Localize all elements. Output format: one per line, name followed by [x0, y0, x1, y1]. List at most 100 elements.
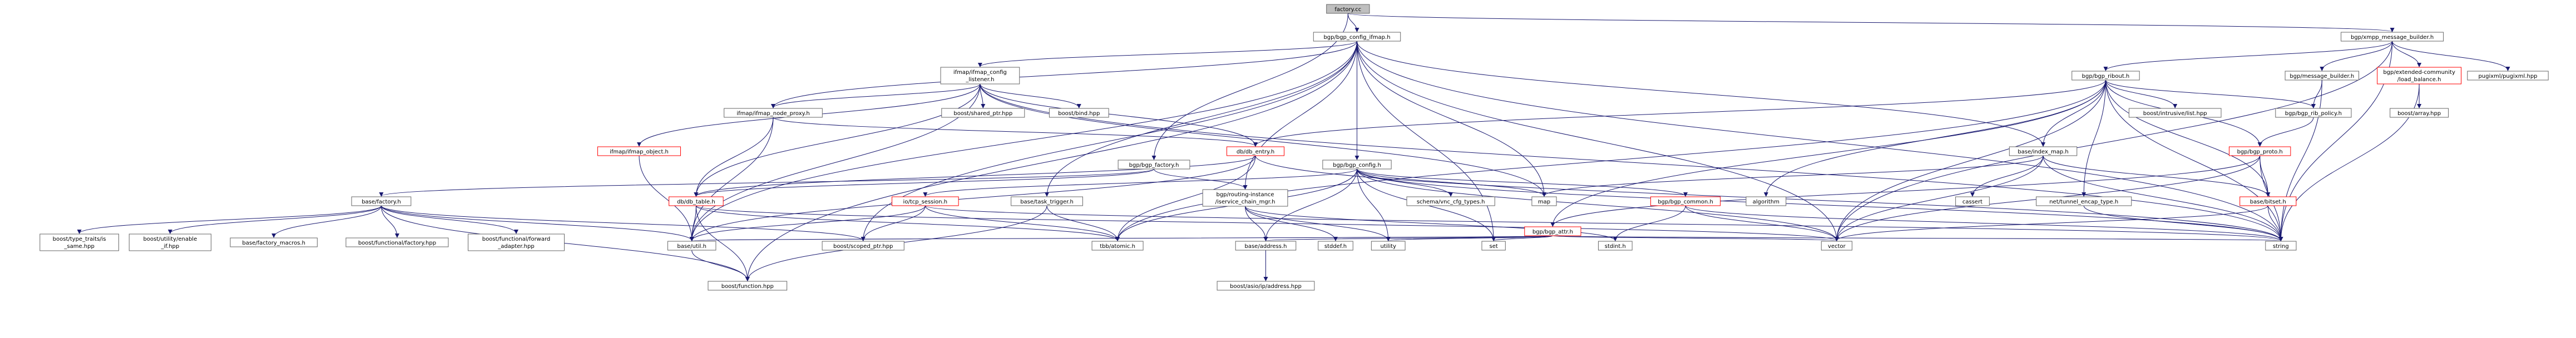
node-label: boost/array.hpp [2397, 111, 2441, 117]
node-box [940, 67, 1020, 84]
node-box [2036, 196, 2132, 206]
node-db-table: db/db_table.h [669, 196, 724, 206]
node-box [1235, 241, 1297, 251]
node-bgp-attr: bgp/bgp_attr.h [1524, 226, 1581, 236]
edge-db-table-to-tbb-atomic [695, 205, 1120, 241]
edge-base-factory-to-type-traits [77, 205, 382, 234]
node-label: set [1489, 243, 1497, 250]
edge-base-factory-to-functional-factory [380, 205, 399, 238]
node-base-factory: base/factory.h [351, 196, 412, 206]
edge-ifmap-node-proxy-to-base-util [689, 117, 774, 241]
edge-bgp-config-to-tcp-session [923, 168, 1358, 197]
edge-db-table-to-boost-function [695, 205, 750, 281]
edge-ifmap-listener-to-base-util [689, 83, 981, 241]
node-label: pugixml/pugixml.hpp [2478, 73, 2537, 79]
edge-routing-instance-to-stddef [1245, 206, 1338, 241]
node-boost-array: boost/array.hpp [2390, 108, 2449, 118]
edge-xmpp-builder-to-pugixml [2392, 41, 2510, 71]
node-box [941, 108, 1025, 118]
edge-bgp-attr-to-vector [1552, 235, 1839, 241]
edge-bgp-config-ifmap-to-ifmap-node-proxy [771, 41, 1358, 108]
node-map: map [1531, 196, 1557, 206]
node-index-map: base/index_map.h [2009, 146, 2078, 156]
edge-index-map-to-string [2043, 155, 2283, 241]
node-label: base/bitset.h [2250, 199, 2286, 205]
node-box [2285, 71, 2360, 81]
edge-base-bitset-to-vector [1835, 205, 2268, 241]
node-label: bgp/extended-community [2383, 69, 2455, 76]
node-bgp-common: bgp/bgp_common.h [1650, 196, 1721, 206]
edge-extended-lb-to-string [2278, 83, 2420, 241]
node-box [2390, 108, 2449, 118]
node-db-entry: db/db_entry.h [1227, 146, 1285, 156]
node-box [708, 281, 788, 291]
edge-ifmap-object-to-base-util [639, 155, 694, 241]
node-label: boost/bind.hpp [1058, 111, 1100, 117]
node-label: bgp/routing-instance [1216, 192, 1274, 198]
edge-bgp-config-ifmap-to-boost-function [745, 41, 1358, 281]
node-boost-bind: boost/bind.hpp [1049, 108, 1109, 118]
node-box [822, 241, 904, 251]
node-box [2265, 241, 2297, 251]
edge-base-factory-to-enable-if [167, 205, 382, 234]
edge-xmpp-builder-to-bgp-ribout [2103, 41, 2393, 71]
node-label: boost/asio/ip/address.hpp [1230, 284, 1302, 290]
node-box [1746, 196, 1787, 206]
node-box [2341, 32, 2444, 42]
node-box [2009, 146, 2078, 156]
node-box [1955, 196, 1990, 206]
node-ifmap-object: ifmap/ifmap_object.h [597, 146, 681, 156]
edge-bgp-ribout-to-db-entry [1253, 79, 2106, 147]
edge-bgp-config-to-string [1357, 168, 2283, 241]
node-label: bgp/bgp_common.h [1658, 199, 1713, 205]
edge-bgp-factory-to-base-factory [379, 168, 1155, 197]
node-label: _listener.h [965, 77, 994, 83]
edge-task-trigger-to-tbb-atomic [1046, 205, 1120, 241]
node-functional-factory: boost/functional/factory.hpp [345, 237, 449, 247]
node-label: bgp/bgp_config_ifmap.h [1323, 34, 1390, 41]
node-shared-ptr: boost/shared_ptr.hpp [941, 108, 1025, 118]
node-box [892, 196, 959, 206]
node-box [667, 241, 716, 251]
edge-bgp-ribout-to-index-map [2041, 79, 2106, 147]
node-box [1650, 196, 1721, 206]
node-label: ifmap/ifmap_object.h [610, 149, 669, 155]
edge-db-entry-to-tbb-atomic [1115, 155, 1256, 241]
edge-bgp-config-ifmap-to-ifmap-listener [978, 41, 1358, 67]
node-label: tbb/atomic.h [1100, 243, 1135, 250]
edge-db-entry-to-db-table [694, 155, 1256, 197]
node-label: boost/function.hpp [721, 284, 774, 290]
node-label: utility [1381, 243, 1397, 250]
edge-tcp-session-to-base-util [689, 205, 926, 241]
node-string: string [2265, 241, 2297, 251]
edge-ifmap-listener-to-db-table [694, 83, 981, 197]
node-box [2128, 108, 2222, 118]
node-label: schema/vnc_cfg_types.h [1417, 199, 1485, 205]
node-set: set [1481, 241, 1506, 251]
node-factory-macros: base/factory_macros.h [230, 237, 318, 247]
node-box [468, 233, 565, 251]
node-label: stdint.h [1605, 243, 1626, 250]
edge-bgp-ribout-to-string [2105, 79, 2283, 241]
edge-routing-instance-to-utility [1245, 206, 1391, 241]
node-scoped-ptr: boost/scoped_ptr.hpp [822, 241, 904, 251]
edge-bgp-proto-to-bgp-attr [1550, 155, 2261, 227]
node-box [230, 237, 318, 247]
edge-ifmap-listener-to-db-entry [980, 83, 1258, 147]
node-box [597, 146, 681, 156]
edge-base-util-to-boost-function [691, 250, 750, 281]
node-box [2377, 67, 2462, 84]
node-label: boost/functional/forward [482, 236, 551, 242]
edge-index-map-to-map [1542, 155, 2044, 197]
node-label: base/address.h [1244, 243, 1287, 250]
node-base-util: base/util.h [667, 241, 716, 251]
node-enable-if: boost/utility/enable_if.hpp [128, 233, 211, 251]
edge-bgp-rib-policy-to-bgp-proto [2257, 117, 2314, 147]
edge-bgp-ribout-to-intrusive-list [2105, 79, 2178, 108]
node-box [1326, 4, 1370, 14]
node-box [669, 196, 724, 206]
node-box [128, 233, 211, 251]
node-box [1821, 241, 1853, 251]
node-label: base/index_map.h [2018, 149, 2068, 155]
